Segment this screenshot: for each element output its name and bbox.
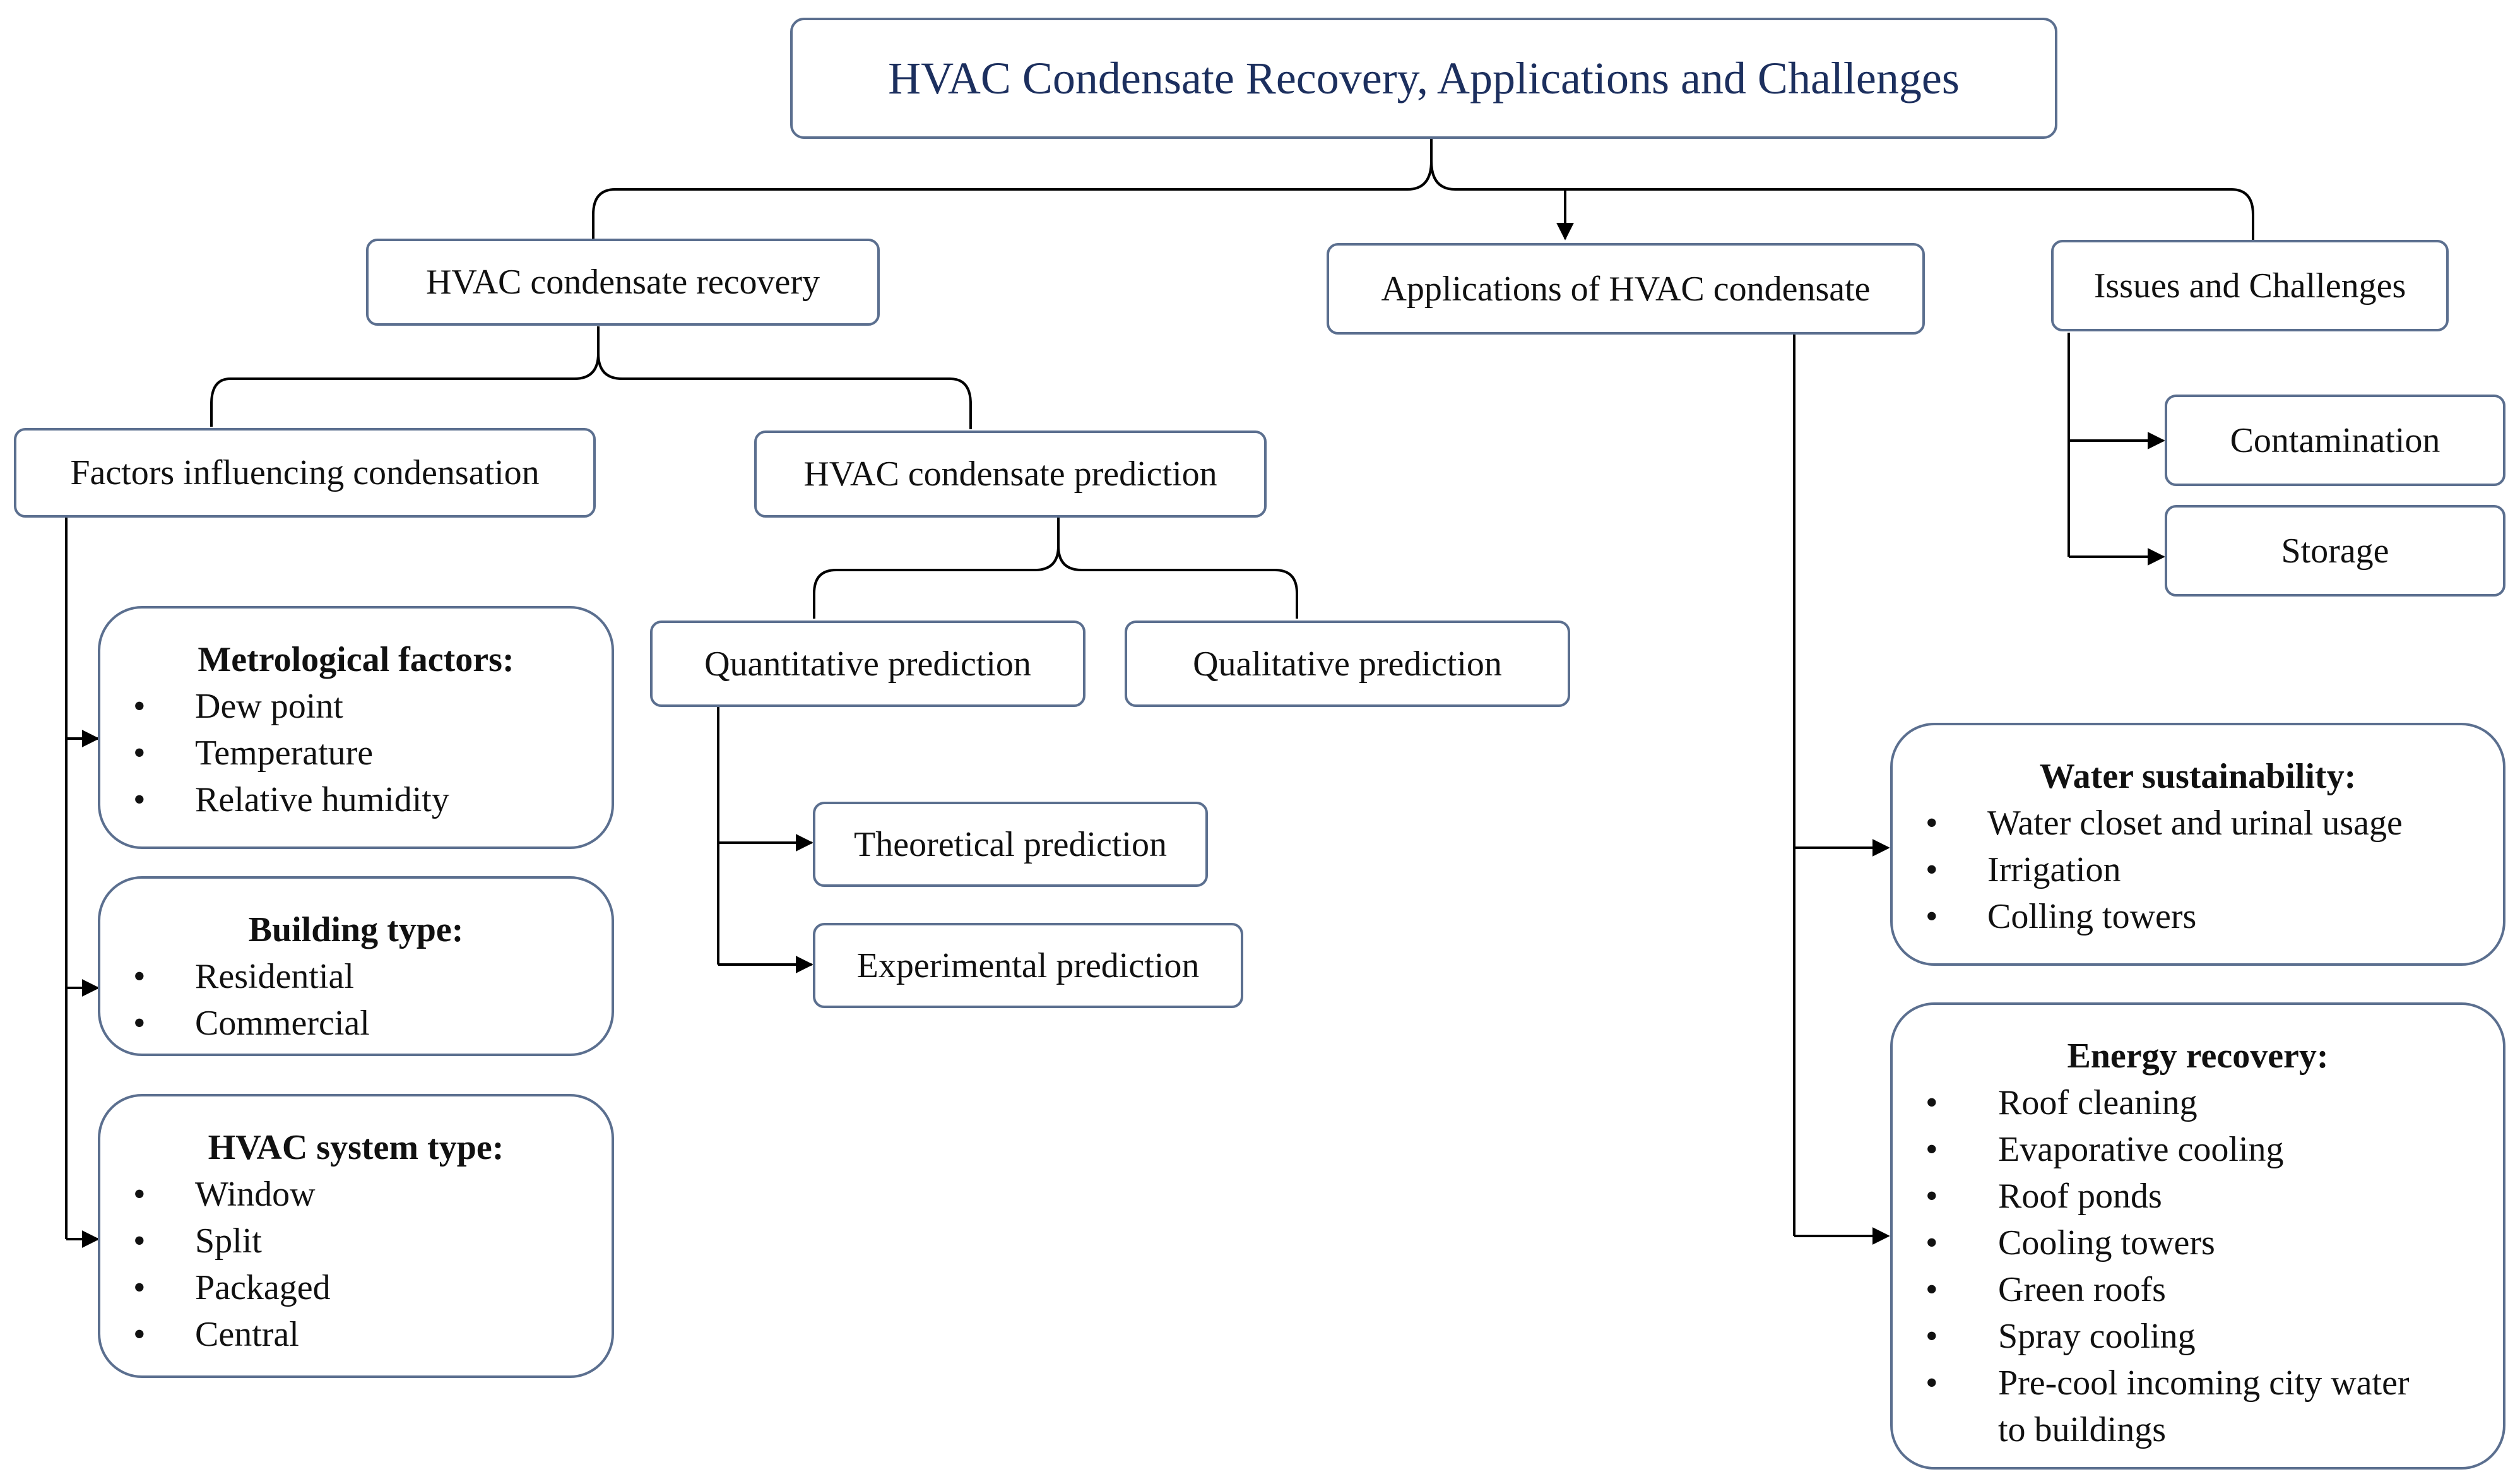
list-item: Roof cleaning bbox=[1893, 1079, 2410, 1126]
applications-title: Applications of HVAC condensate bbox=[1381, 269, 1871, 309]
list-item: Green roofs bbox=[1893, 1266, 2410, 1313]
hvac-system-type-box: HVAC system type: Window Split Packaged … bbox=[98, 1094, 614, 1378]
storage-label: Storage bbox=[2281, 531, 2389, 571]
metrological-list: Dew point Temperature Relative humidity bbox=[100, 683, 449, 823]
factors-box: Factors influencing condensation bbox=[14, 428, 596, 518]
water-list: Water closet and urinal usage Irrigation… bbox=[1893, 800, 2403, 940]
list-item: Packaged bbox=[100, 1264, 331, 1311]
list-item: Evaporative cooling bbox=[1893, 1126, 2410, 1173]
energy-heading: Energy recovery: bbox=[2067, 1036, 2329, 1076]
list-item: Window bbox=[100, 1171, 331, 1218]
quantitative-prediction-box: Quantitative prediction bbox=[650, 621, 1085, 707]
list-item-continuation: to buildings bbox=[1998, 1410, 2167, 1449]
list-item: Relative humidity bbox=[100, 776, 449, 823]
factors-title: Factors influencing condensation bbox=[70, 453, 540, 492]
metrological-heading: Metrological factors: bbox=[198, 640, 514, 679]
building-heading: Building type: bbox=[248, 910, 464, 949]
root-title-box: HVAC Condensate Recovery, Applications a… bbox=[790, 18, 2057, 139]
list-item: Water closet and urinal usage bbox=[1893, 800, 2403, 846]
root-brace bbox=[592, 139, 1433, 239]
list-item: Colling towers bbox=[1893, 893, 2403, 940]
list-item: Cooling towers bbox=[1893, 1220, 2410, 1266]
root-title: HVAC Condensate Recovery, Applications a… bbox=[888, 52, 1960, 104]
experimental-prediction-box: Experimental prediction bbox=[813, 923, 1243, 1008]
qualitative-prediction-box: Qualitative prediction bbox=[1125, 621, 1570, 707]
system-list: Window Split Packaged Central bbox=[100, 1171, 331, 1358]
prediction-box: HVAC condensate prediction bbox=[754, 431, 1267, 518]
quantitative-label: Quantitative prediction bbox=[704, 644, 1031, 684]
list-item: Split bbox=[100, 1218, 331, 1264]
recovery-brace bbox=[210, 326, 600, 427]
recovery-brace-right bbox=[597, 353, 972, 429]
storage-box: Storage bbox=[2165, 505, 2505, 597]
list-item: Dew point bbox=[100, 683, 449, 730]
building-list: Residential Commercial bbox=[100, 953, 370, 1047]
recovery-title: HVAC condensate recovery bbox=[425, 263, 820, 302]
contamination-label: Contamination bbox=[2230, 420, 2440, 460]
list-item: Central bbox=[100, 1311, 331, 1358]
building-type-box: Building type: Residential Commercial bbox=[98, 876, 614, 1056]
list-item: Spray cooling bbox=[1893, 1313, 2410, 1360]
list-item: Irrigation bbox=[1893, 846, 2403, 893]
experimental-label: Experimental prediction bbox=[856, 946, 1200, 985]
qualitative-label: Qualitative prediction bbox=[1193, 644, 1502, 684]
system-heading: HVAC system type: bbox=[208, 1128, 504, 1167]
recovery-box: HVAC condensate recovery bbox=[366, 239, 880, 326]
theoretical-label: Theoretical prediction bbox=[854, 824, 1167, 864]
prediction-brace-right bbox=[1057, 545, 1298, 619]
prediction-title: HVAC condensate prediction bbox=[803, 454, 1217, 494]
energy-list: Roof cleaning Evaporative cooling Roof p… bbox=[1893, 1079, 2410, 1453]
issues-title: Issues and Challenges bbox=[2093, 266, 2406, 306]
list-item: Residential bbox=[100, 953, 370, 1000]
list-item: Roof ponds bbox=[1893, 1173, 2410, 1220]
prediction-brace bbox=[813, 518, 1060, 619]
issues-box: Issues and Challenges bbox=[2051, 240, 2449, 331]
theoretical-prediction-box: Theoretical prediction bbox=[813, 802, 1208, 887]
energy-recovery-box: Energy recovery: Roof cleaning Evaporati… bbox=[1890, 1002, 2505, 1470]
metrological-factors-box: Metrological factors: Dew point Temperat… bbox=[98, 606, 614, 849]
list-item: Pre-cool incoming city water bbox=[1893, 1360, 2410, 1406]
list-item: Commercial bbox=[100, 1000, 370, 1047]
contamination-box: Contamination bbox=[2165, 395, 2505, 486]
applications-box: Applications of HVAC condensate bbox=[1327, 243, 1925, 335]
water-sustainability-box: Water sustainability: Water closet and u… bbox=[1890, 723, 2505, 966]
root-brace-right bbox=[1430, 160, 2254, 240]
water-heading: Water sustainability: bbox=[2039, 757, 2357, 796]
list-item: Temperature bbox=[100, 730, 449, 776]
